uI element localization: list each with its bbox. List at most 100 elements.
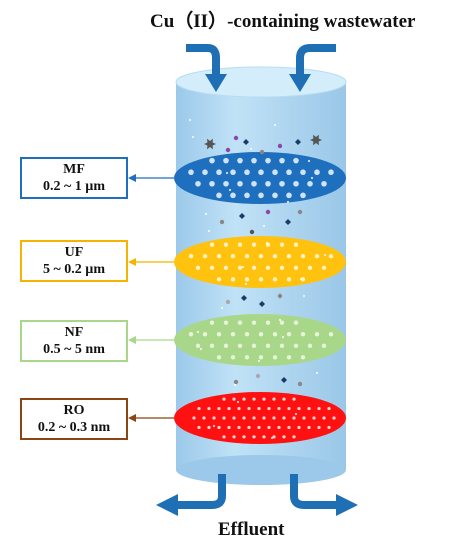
pore: [321, 180, 327, 187]
pore: [197, 406, 201, 411]
pore: [223, 265, 229, 270]
particles: [188, 118, 327, 440]
particle: [297, 381, 303, 387]
pore: [237, 157, 243, 164]
pore: [328, 169, 334, 176]
inlet-arrow-left: [186, 44, 227, 92]
particle: [277, 143, 283, 149]
bubble: [233, 383, 237, 387]
pore: [293, 242, 299, 247]
pore: [327, 425, 331, 430]
connector-ro: [128, 414, 174, 422]
pore: [230, 355, 236, 360]
particle: [285, 219, 291, 225]
particle: [219, 219, 225, 225]
connector-nf: [128, 336, 174, 344]
layer-name: MF: [63, 162, 85, 177]
pore: [230, 192, 236, 199]
layer-range: 0.5 ~ 5 nm: [43, 342, 105, 357]
pore: [277, 406, 281, 411]
pore: [300, 192, 306, 199]
pore: [286, 277, 292, 282]
label-box-nf: NF 0.5 ~ 5 nm: [20, 320, 128, 362]
particle: [259, 149, 265, 155]
pore: [272, 355, 278, 360]
particle: [239, 213, 245, 219]
pore: [242, 397, 246, 401]
layer-range: 0.2 ~ 1 µm: [42, 179, 105, 194]
pore: [265, 320, 271, 325]
particle: [277, 293, 283, 299]
pore: [258, 169, 264, 176]
bubble: [228, 188, 232, 192]
outlet-arrow-right: [290, 474, 358, 516]
bubble: [281, 335, 285, 339]
pore: [257, 425, 261, 430]
pore: [297, 406, 301, 411]
pore: [252, 435, 256, 439]
bubble: [244, 282, 248, 286]
pore: [292, 416, 296, 420]
pore: [302, 416, 306, 420]
pore: [222, 435, 226, 439]
pore: [272, 416, 276, 420]
pore: [251, 157, 257, 164]
bubble: [188, 118, 192, 122]
pore: [332, 416, 336, 420]
pore: [317, 425, 321, 430]
pore: [287, 406, 291, 411]
pore: [230, 169, 236, 176]
bubble: [315, 371, 319, 375]
particle: [310, 134, 322, 146]
particle: [281, 377, 287, 383]
bubble: [273, 123, 277, 127]
pore: [244, 254, 250, 259]
pore: [216, 355, 222, 360]
pore: [282, 416, 286, 420]
pore: [293, 265, 299, 270]
pore: [230, 332, 236, 337]
membrane-mf: [174, 152, 346, 204]
bubble: [204, 212, 208, 216]
bubble: [236, 400, 240, 404]
pore: [209, 320, 215, 325]
pore: [202, 332, 208, 337]
pore: [258, 192, 264, 199]
pore: [262, 435, 266, 439]
connector-uf: [128, 258, 174, 266]
pore: [227, 406, 231, 411]
pore: [258, 355, 264, 360]
pore: [216, 277, 222, 282]
pore: [262, 416, 266, 420]
pore: [209, 265, 215, 270]
bubble: [191, 135, 195, 139]
pore: [258, 332, 264, 337]
particle: [241, 295, 247, 301]
pore: [257, 406, 261, 411]
bubble: [278, 318, 282, 322]
pore: [321, 265, 327, 270]
pore: [279, 180, 285, 187]
pore: [237, 265, 243, 270]
pore: [272, 435, 276, 439]
pore: [292, 435, 296, 439]
bubble: [241, 265, 245, 269]
pore: [197, 425, 201, 430]
pore: [195, 265, 201, 270]
pore: [265, 157, 271, 164]
membrane-disc: [174, 392, 346, 444]
pore: [192, 416, 196, 420]
layer-name: UF: [64, 245, 84, 260]
pore: [237, 242, 243, 247]
pore: [265, 180, 271, 187]
bubble: [307, 159, 311, 163]
pore: [217, 425, 221, 430]
pore: [223, 180, 229, 187]
pore: [282, 397, 286, 401]
pore: [251, 242, 257, 247]
bubble: [302, 294, 306, 298]
bubble: [220, 306, 224, 310]
pore: [252, 397, 256, 401]
pore: [293, 320, 299, 325]
pore: [265, 265, 271, 270]
